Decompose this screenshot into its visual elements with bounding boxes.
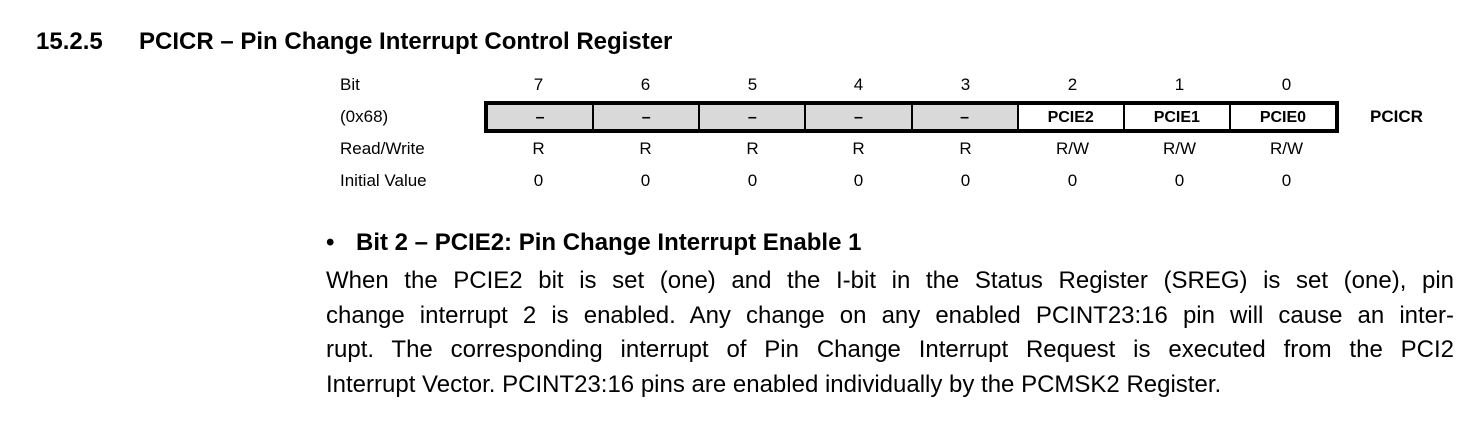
section-heading: 15.2.5 PCICR – Pin Change Interrupt Contr… bbox=[36, 28, 672, 56]
section-title: PCICR – Pin Change Interrupt Control Reg… bbox=[139, 28, 673, 55]
access-value: R bbox=[959, 139, 972, 158]
bit-number: 3 bbox=[960, 75, 971, 94]
reserved-bit-field: – bbox=[698, 105, 805, 129]
bullet-icon: • bbox=[326, 229, 335, 256]
bit-number: 2 bbox=[1067, 75, 1078, 94]
access-value: R/W bbox=[1162, 139, 1197, 158]
initial-value: 0 bbox=[747, 171, 758, 190]
bit-number: 4 bbox=[853, 75, 864, 94]
initial-value: 0 bbox=[533, 171, 544, 190]
access-value: R bbox=[746, 139, 759, 158]
reserved-bit-field: – bbox=[592, 105, 699, 129]
paragraph-line: Interrupt Vector. PCINT23:16 pins are en… bbox=[326, 370, 1222, 398]
access-value: R bbox=[532, 139, 545, 158]
reserved-bit-field: – bbox=[804, 105, 911, 129]
access-value: R bbox=[639, 139, 652, 158]
initial-value: 0 bbox=[960, 171, 971, 190]
bit-description-paragraph: When the PCIE2 bit is set (one) and the … bbox=[326, 264, 1454, 402]
access-value: R bbox=[852, 139, 865, 158]
initial-value: 0 bbox=[853, 171, 864, 190]
register-address: (0x68) bbox=[340, 107, 389, 126]
initial-value: 0 bbox=[1174, 171, 1185, 190]
bit-number: 0 bbox=[1281, 75, 1292, 94]
reserved-bit-field: – bbox=[488, 105, 593, 129]
register-bit-fields: – – – – – PCIE2 PCIE1 PCIE0 bbox=[484, 101, 1339, 133]
paragraph-line: When the PCIE2 bit is set (one) and the … bbox=[326, 267, 1454, 294]
access-value: R/W bbox=[1055, 139, 1090, 158]
paragraph-line: change interrupt 2 is enabled. Any chang… bbox=[326, 301, 1454, 329]
initial-value: 0 bbox=[640, 171, 651, 190]
bit-number: 6 bbox=[640, 75, 651, 94]
paragraph-line: rupt. The corresponding interrupt of Pin… bbox=[326, 336, 1454, 363]
initial-value: 0 bbox=[1067, 171, 1078, 190]
bit-field-pcie0: PCIE0 bbox=[1228, 105, 1335, 129]
bit-row-label: Bit bbox=[340, 75, 360, 94]
bit-description-heading: • Bit 2 – PCIE2: Pin Change Interrupt Ena… bbox=[326, 229, 861, 257]
initial-value: 0 bbox=[1281, 171, 1292, 190]
reserved-bit-field: – bbox=[910, 105, 1017, 129]
bit-description-title: Bit 2 – PCIE2: Pin Change Interrupt Enab… bbox=[356, 229, 862, 256]
initial-row-label: Initial Value bbox=[340, 171, 427, 190]
bit-number: 5 bbox=[747, 75, 758, 94]
bit-field-pcie2: PCIE2 bbox=[1016, 105, 1123, 129]
section-number: 15.2.5 bbox=[36, 28, 103, 55]
register-name: PCICR bbox=[1370, 107, 1423, 126]
access-row-label: Read/Write bbox=[340, 139, 425, 158]
bit-field-pcie1: PCIE1 bbox=[1122, 105, 1229, 129]
bit-number: 7 bbox=[533, 75, 544, 94]
bit-number: 1 bbox=[1174, 75, 1185, 94]
access-value: R/W bbox=[1269, 139, 1304, 158]
